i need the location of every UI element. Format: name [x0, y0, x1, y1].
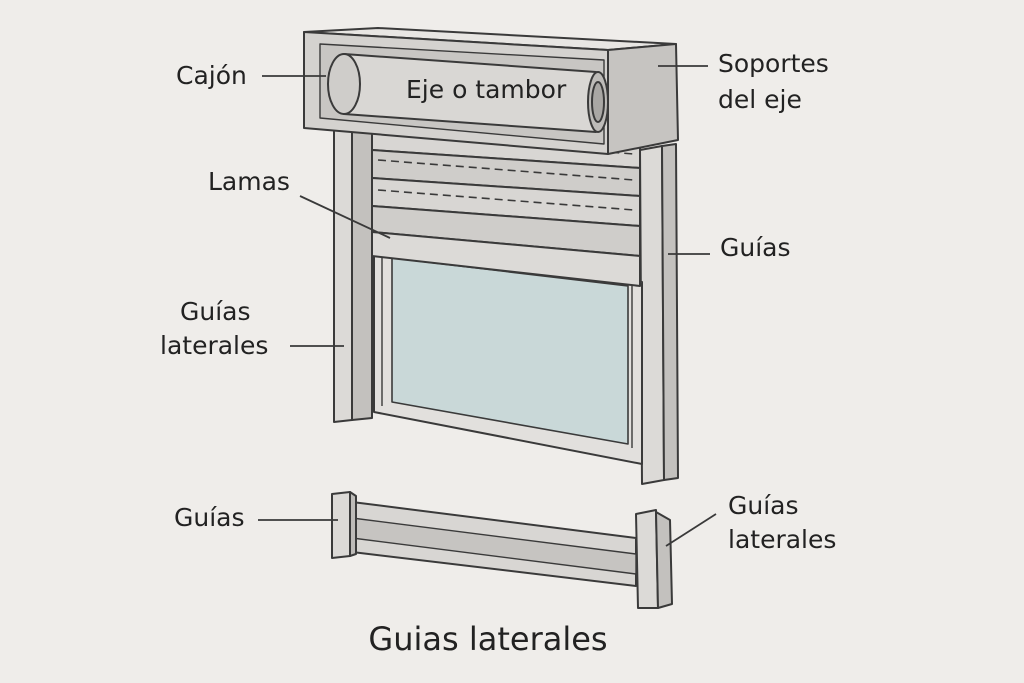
diagram-title: Guias laterales	[368, 620, 608, 658]
label-guias-laterales-left-line1: Guías	[180, 297, 251, 326]
label-lamas: Lamas	[208, 167, 290, 196]
label-guias-right: Guías	[720, 233, 791, 262]
label-eje-o-tambor: Eje o tambor	[406, 75, 567, 104]
label-guias-laterales-left-line2: laterales	[160, 331, 269, 360]
bottom-bar-assembly	[331, 491, 673, 609]
axle-drum	[327, 53, 609, 133]
label-guias-laterales-bottom-line2: laterales	[728, 525, 837, 554]
leader-lines	[258, 65, 717, 547]
label-guias-bottom: Guías	[174, 503, 245, 532]
label-guias-laterales-bottom-line1: Guías	[728, 491, 799, 520]
left-guide-rail	[333, 117, 373, 423]
label-soportes-line1: Soportes	[718, 49, 829, 78]
slats	[371, 125, 641, 287]
leader-guias-laterales-bottom	[665, 513, 717, 547]
right-guide-rail	[639, 143, 679, 485]
label-soportes-line2: del eje	[718, 85, 802, 114]
leader-lamas	[299, 195, 391, 239]
label-cajon: Cajón	[176, 61, 247, 90]
